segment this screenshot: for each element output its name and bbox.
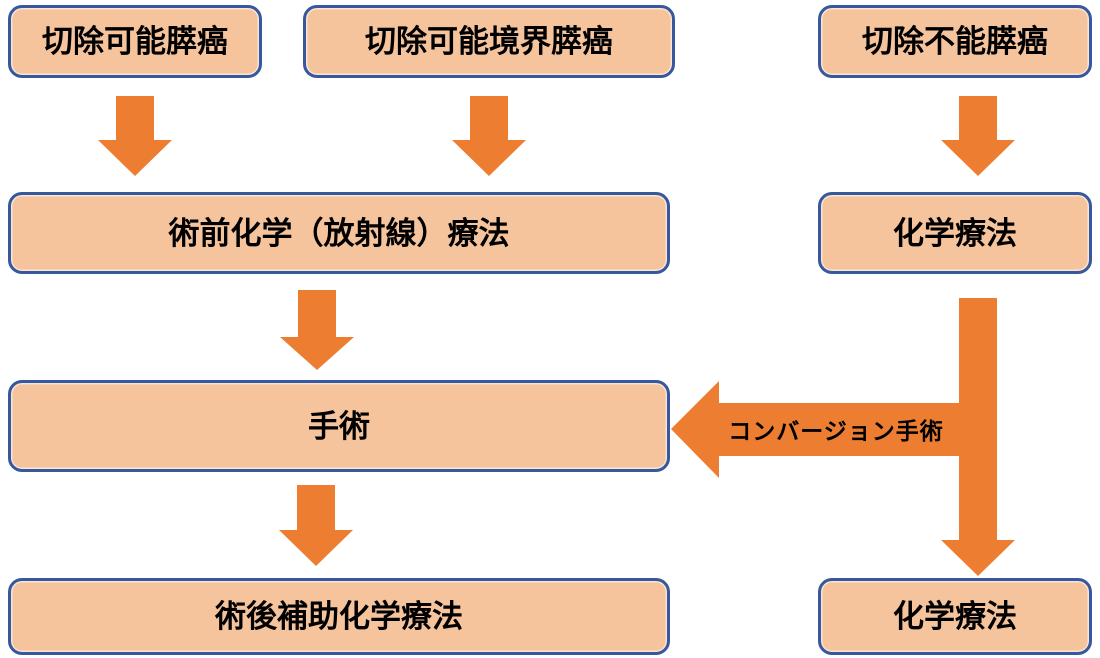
conversion-arrow-label: コンバージョン手術 [728, 418, 944, 444]
node-unresectable-label: 切除不能膵癌 [862, 24, 1048, 59]
node-chemo-second-label: 化学療法 [893, 599, 1017, 634]
node-chemo-first-label: 化学療法 [893, 215, 1017, 251]
node-borderline-label: 切除可能境界膵癌 [365, 24, 613, 59]
down-arrow-icon [941, 96, 1015, 176]
down-arrow-icon [452, 96, 526, 176]
down-arrow-icon [98, 96, 172, 176]
node-resectable: 切除可能膵癌 [8, 5, 262, 78]
down-arrow-icon [279, 485, 353, 566]
node-chemo-second: 化学療法 [818, 578, 1092, 655]
node-surgery-label: 手術 [308, 408, 370, 444]
node-surgery: 手術 [8, 380, 670, 472]
node-adjuvant-label: 術後補助化学療法 [215, 599, 463, 634]
node-neoadjuvant: 術前化学（放射線）療法 [8, 192, 670, 274]
node-borderline: 切除可能境界膵癌 [303, 5, 675, 78]
node-unresectable: 切除不能膵癌 [818, 5, 1092, 78]
node-chemo-first: 化学療法 [818, 192, 1092, 274]
node-adjuvant: 術後補助化学療法 [8, 578, 670, 655]
node-resectable-label: 切除可能膵癌 [42, 24, 228, 59]
node-neoadjuvant-label: 術前化学（放射線）療法 [168, 215, 510, 251]
down-arrow-icon [280, 290, 354, 370]
